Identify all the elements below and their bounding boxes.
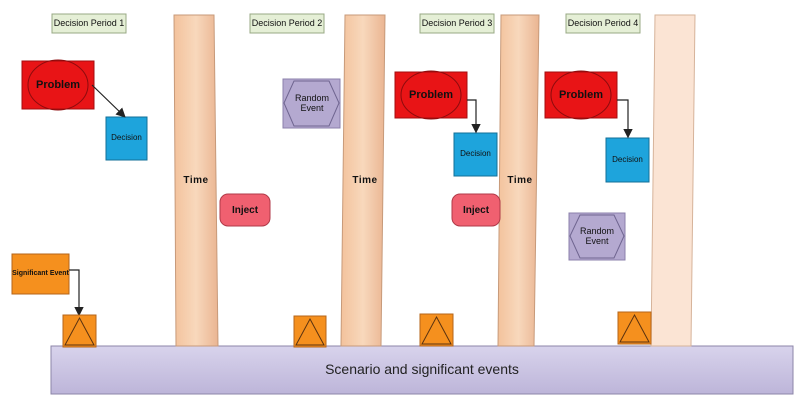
event-triangle-3 xyxy=(419,313,454,347)
random-event-label-2: Random Event xyxy=(579,225,615,246)
period-label-3: Decision Period 3 xyxy=(421,17,493,28)
period-box-2 xyxy=(249,13,325,34)
random-event-label-1: Random Event xyxy=(294,92,330,113)
period-box-1 xyxy=(51,13,127,34)
time-label-3: Time xyxy=(507,174,533,186)
arrow-problem-decision-3 xyxy=(617,99,633,139)
problem-label-1: Problem xyxy=(35,78,80,91)
scenario-bar xyxy=(50,345,794,395)
period-box-4 xyxy=(565,13,641,34)
inject-label-1: Inject xyxy=(231,204,259,216)
significant-event-shape xyxy=(11,253,70,295)
period-label-1: Decision Period 1 xyxy=(53,17,125,28)
period-box-3 xyxy=(419,13,495,34)
event-triangle-2 xyxy=(293,315,327,348)
time-bar-4 xyxy=(650,14,696,347)
period-label-2: Decision Period 2 xyxy=(251,17,323,28)
period-label-4: Decision Period 4 xyxy=(567,17,639,28)
event-triangle-1 xyxy=(62,314,97,348)
decision-label-3: Decision xyxy=(612,154,643,164)
arrow-problem-decision-2 xyxy=(467,99,481,134)
scenario-label: Scenario and significant events xyxy=(325,361,519,378)
decision-shape-1 xyxy=(105,116,148,161)
problem-label-3: Problem xyxy=(558,88,603,101)
problem-shape-2 xyxy=(394,70,468,120)
random-event-shape-1 xyxy=(282,78,341,129)
time-bar-2 xyxy=(340,14,386,347)
arrow-significant-event xyxy=(69,269,84,317)
decision-shape-3 xyxy=(605,137,650,183)
significant-event-label: Significant Event xyxy=(12,270,69,278)
problem-shape-3 xyxy=(544,70,618,120)
time-bar-1 xyxy=(173,14,219,347)
random-event-shape-2 xyxy=(568,212,626,261)
problem-label-2: Problem xyxy=(408,88,453,101)
time-label-1: Time xyxy=(183,174,209,186)
time-label-2: Time xyxy=(352,174,378,186)
inject-shape-1 xyxy=(219,193,271,227)
arrow-problem-decision-1 xyxy=(91,84,126,118)
decision-label-1: Decision xyxy=(111,133,142,143)
inject-label-2: Inject xyxy=(462,204,490,216)
decision-label-2: Decision xyxy=(460,149,491,159)
time-bar-3 xyxy=(497,14,540,347)
problem-shape-1 xyxy=(21,59,95,111)
inject-shape-2 xyxy=(451,193,501,227)
event-triangle-4 xyxy=(617,311,652,345)
